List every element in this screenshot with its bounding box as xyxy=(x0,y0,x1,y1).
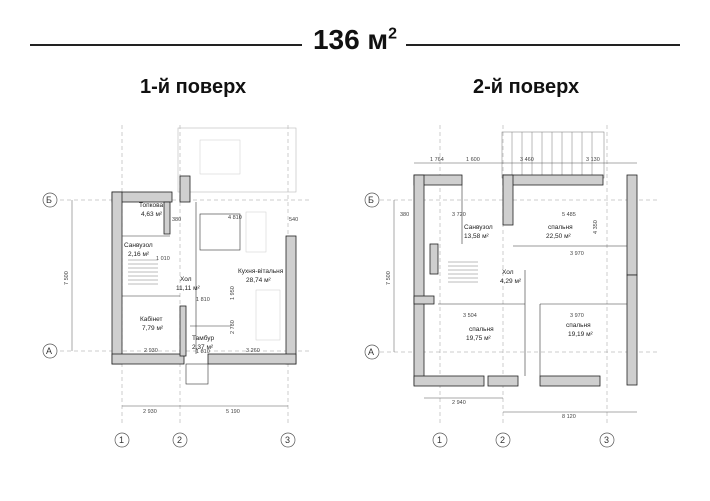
f2-axis-a: А xyxy=(368,347,374,357)
f2-dim-bed1-height: 4 350 xyxy=(593,220,599,234)
f1-room-vestibule-name: Тамбур xyxy=(192,334,214,342)
f1-dim-office-width: 2 930 xyxy=(144,348,158,354)
f1-dim-vestibule-height: 2 780 xyxy=(230,320,236,334)
header-rule-left xyxy=(30,44,302,46)
f1-room-bath-name: Санвузол xyxy=(124,242,153,249)
f1-dim-540: 540 xyxy=(289,217,298,223)
f1-axis-markers: 1 2 3 Б А xyxy=(42,192,296,448)
f2-room-bed3-name: спальня xyxy=(566,322,591,329)
f1-axis-2: 2 xyxy=(177,435,182,445)
f1-room-hall-area: 11,11 м² xyxy=(176,285,201,292)
total-area-title: 136 м2 xyxy=(0,24,710,56)
f1-room-hall-name: Хол xyxy=(180,276,192,283)
f2-dim-hall-width: 3 970 xyxy=(570,251,584,257)
f2-dim-top-4: 3 130 xyxy=(586,157,600,163)
f2-room-bath-area: 13,58 м² xyxy=(464,233,490,240)
f1-axis-a: А xyxy=(46,346,52,356)
floor1-title: 1-й поверх xyxy=(140,76,247,98)
f2-room-bed2-area: 19,75 м² xyxy=(466,335,492,342)
f2-dim-bath-width: 3 720 xyxy=(452,212,466,218)
f1-dim-left-total: 7 500 xyxy=(64,271,70,285)
f2-room-bed2-name: спальня xyxy=(469,326,494,333)
f2-dim-top-1: 1 764 xyxy=(430,157,444,163)
f2-dim-top-2: 1 600 xyxy=(466,157,480,163)
f2-dim-bed1-width: 5 485 xyxy=(562,212,576,218)
f2-axis-b: Б xyxy=(368,195,374,205)
f2-dim-380: 380 xyxy=(400,212,409,218)
f1-axis-b: Б xyxy=(46,195,52,205)
f1-dim-hall-width: 1 810 xyxy=(196,297,210,303)
f2-room-hall-area: 4,29 м² xyxy=(500,278,522,285)
f1-axis-1: 1 xyxy=(119,435,124,445)
f1-room-bath-area: 2,16 м² xyxy=(128,251,150,258)
f1-room-kitchen-name: Кухня-вітальня xyxy=(238,267,284,275)
f1-room-office-name: Кабінет xyxy=(140,315,163,323)
f1-dim-bottom-1: 2 930 xyxy=(143,409,157,415)
f1-dim-kitchen-width: 4 810 xyxy=(228,215,242,221)
f2-dim-top-3: 3 460 xyxy=(520,157,534,163)
f2-room-bed3-area: 19,19 м² xyxy=(568,331,594,338)
f2-room-bed1-name: спальня xyxy=(548,224,573,231)
f1-dimensions: 2 930 5 190 7 500 4 810 2 930 3 260 1 81… xyxy=(64,200,298,415)
f2-axis-1: 1 xyxy=(437,435,442,445)
f2-dimensions: 1 764 1 600 3 460 3 130 3 720 5 485 7 50… xyxy=(386,157,637,420)
f2-room-bath-name: Санвузол xyxy=(464,224,493,231)
f1-dim-bottom-2: 5 190 xyxy=(226,409,240,415)
f1-dim-bath-width: 1 010 xyxy=(156,256,170,262)
f2-room-bed1-area: 22,50 м² xyxy=(546,233,572,240)
f2-axis-markers: 1 2 3 Б А xyxy=(364,192,615,448)
floor2-plan: Санвузол 13,58 м² спальня 22,50 м² Хол 4… xyxy=(364,125,660,448)
f2-axis-3: 3 xyxy=(604,435,609,445)
f2-room-hall-name: Хол xyxy=(502,269,514,276)
f2-dim-bed2-width: 3 504 xyxy=(463,313,477,319)
f2-dim-bed3-width: 3 970 xyxy=(570,313,584,319)
f1-room-boiler-name: Топкова xyxy=(139,202,164,209)
f1-room-kitchen-area: 28,74 м² xyxy=(246,277,272,284)
f2-dim-bottom-2: 8 120 xyxy=(562,414,576,420)
f1-axis-3: 3 xyxy=(285,435,290,445)
f1-dim-vestibule-width: 1 810 xyxy=(196,349,210,355)
f1-room-vestibule-area: 2,37 м² xyxy=(192,344,214,351)
total-area-value: 136 м xyxy=(312,24,389,55)
f1-room-boiler-area: 4,63 м² xyxy=(141,211,163,218)
f2-dim-bottom-1: 2 940 xyxy=(452,400,466,406)
f1-dim-right-width: 3 260 xyxy=(246,348,260,354)
f1-dim-380: 380 xyxy=(172,217,181,223)
f2-axis-2: 2 xyxy=(500,435,505,445)
total-area-sup: 2 xyxy=(388,25,398,43)
header-rule-right xyxy=(406,44,680,46)
f1-room-office-area: 7,79 м² xyxy=(142,325,164,332)
floor2-title: 2-й поверх xyxy=(473,76,580,98)
f1-dim-kitchen-height: 1 950 xyxy=(230,286,236,300)
f2-dim-left-total: 7 500 xyxy=(386,271,392,285)
floor1-plan: Топкова 4,63 м² Санвузол 2,16 м² Хол 11,… xyxy=(42,125,310,448)
